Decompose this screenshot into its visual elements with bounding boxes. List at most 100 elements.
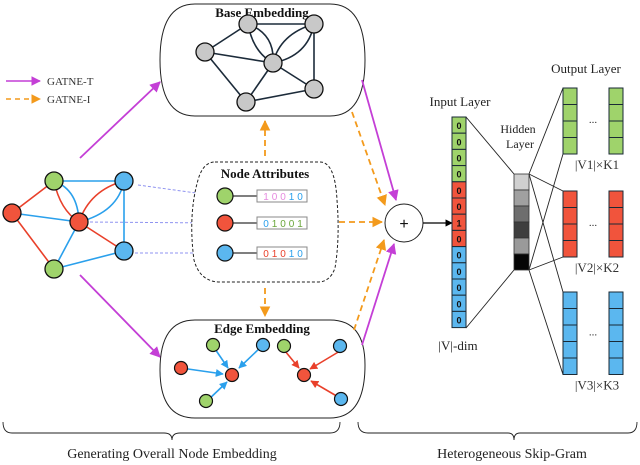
output-cell-green bbox=[608, 137, 624, 155]
attribute-bit: 0 bbox=[297, 192, 303, 203]
output-group-label: |V1|×K1 bbox=[575, 157, 619, 172]
output-cell-blue bbox=[562, 341, 578, 359]
base-node bbox=[263, 53, 283, 73]
output-cell-green bbox=[608, 104, 624, 122]
output-layer-title: Output Layer bbox=[551, 61, 621, 76]
heterogeneous-network bbox=[2, 171, 219, 279]
base-embedding-panel: Base Embedding bbox=[159, 3, 366, 117]
attribute-bit: 1 bbox=[272, 219, 278, 230]
output-cell-red bbox=[562, 223, 578, 241]
hidden-cell bbox=[513, 189, 530, 207]
base-node bbox=[236, 92, 256, 112]
hidden-cell bbox=[513, 237, 530, 255]
input-cell-value: 0 bbox=[456, 299, 461, 309]
legend: GATNE-T GATNE-I bbox=[6, 76, 94, 106]
edge-node-green bbox=[276, 338, 292, 354]
output-ellipsis: ... bbox=[589, 326, 598, 338]
output-cell-blue bbox=[562, 291, 578, 309]
attribute-vector-box bbox=[256, 216, 308, 230]
input-cell-value: 0 bbox=[456, 267, 461, 277]
edge-node-green bbox=[198, 393, 214, 409]
edge-node-red bbox=[173, 360, 189, 376]
output-cell-green bbox=[562, 137, 578, 155]
input-cell-value: 0 bbox=[456, 154, 461, 164]
brace-right: Heterogeneous Skip-Gram bbox=[357, 421, 638, 462]
edge-node-red bbox=[224, 367, 240, 383]
edge-graph-left bbox=[173, 337, 271, 409]
output-cell-red bbox=[562, 190, 578, 208]
attribute-bit: 0 bbox=[280, 249, 286, 260]
legend-label-gatne-t: GATNE-T bbox=[47, 76, 94, 88]
attribute-node-green bbox=[216, 187, 234, 205]
input-dim-label: |V|-dim bbox=[438, 338, 477, 353]
brace-left: Generating Overall Node Embedding bbox=[2, 421, 341, 462]
base-node bbox=[238, 14, 258, 34]
output-cell-red bbox=[608, 240, 624, 258]
net-node-red bbox=[2, 203, 22, 223]
net-node-blue bbox=[114, 171, 134, 191]
hidden-layer-title-line1: Hidden bbox=[500, 122, 535, 136]
attribute-bit: 1 bbox=[272, 249, 278, 260]
base-node bbox=[304, 79, 324, 99]
edge-embedding-panel: Edge Embedding bbox=[159, 319, 366, 419]
hidden-cell bbox=[513, 205, 530, 223]
arrow-to-edge-embedding bbox=[79, 274, 161, 358]
fan-line bbox=[465, 116, 515, 175]
input-cell-blue bbox=[451, 310, 467, 329]
input-cell-value: 0 bbox=[456, 283, 461, 293]
input-cell-value: 0 bbox=[456, 121, 461, 131]
connector-lines bbox=[465, 87, 564, 375]
output-cell-green bbox=[562, 87, 578, 105]
attribute-bit: 0 bbox=[289, 219, 295, 230]
attribute-bit: 0 bbox=[297, 249, 303, 260]
net-edge bbox=[11, 212, 55, 270]
input-cell-value: 1 bbox=[456, 218, 461, 228]
gatne-i-arrow-edge-to-sum bbox=[353, 238, 387, 331]
attribute-bit: 0 bbox=[263, 219, 269, 230]
input-cell-value: 0 bbox=[456, 202, 461, 212]
fan-line bbox=[528, 256, 564, 271]
attribute-node-red bbox=[216, 214, 234, 232]
net-edge bbox=[11, 212, 80, 223]
attribute-bit: 0 bbox=[280, 192, 286, 203]
output-cell-blue bbox=[608, 291, 624, 309]
fan-line bbox=[528, 153, 564, 271]
output-cell-blue bbox=[608, 324, 624, 342]
net-node-green bbox=[44, 171, 64, 191]
node-attributes-title: Node Attributes bbox=[221, 166, 309, 181]
edge-embedding-title: Edge Embedding bbox=[214, 321, 310, 336]
input-cell-value: 0 bbox=[456, 316, 461, 326]
attribute-node-blue bbox=[216, 244, 234, 262]
gatne-i-arrow-base-to-sum bbox=[351, 111, 387, 207]
attribute-bit: 1 bbox=[289, 249, 295, 260]
attribute-vector-box bbox=[256, 189, 308, 203]
input-cell-value: 0 bbox=[456, 186, 461, 196]
hidden-layer bbox=[513, 173, 530, 271]
plus-icon: + bbox=[399, 216, 408, 233]
hidden-layer-title-line2: Layer bbox=[506, 137, 534, 151]
edge-node-blue bbox=[332, 338, 348, 354]
sum-node: + bbox=[384, 203, 424, 243]
gatne-t-arrow-base-to-sum bbox=[361, 79, 399, 202]
output-cell-blue bbox=[608, 308, 624, 326]
attribute-bit: 0 bbox=[280, 219, 286, 230]
output-cell-red bbox=[608, 190, 624, 208]
fan-line bbox=[465, 269, 515, 329]
input-cell-value: 0 bbox=[456, 137, 461, 147]
net-node-green bbox=[44, 259, 64, 279]
output-group-label: |V2|×K2 bbox=[575, 260, 619, 275]
edge-node-blue bbox=[333, 391, 349, 407]
output-group-green: ...|V1|×K1 bbox=[562, 87, 624, 172]
output-cell-blue bbox=[608, 341, 624, 359]
fan-line bbox=[528, 173, 564, 192]
output-layer: ...|V1|×K1...|V2|×K2...|V3|×K3 bbox=[562, 87, 624, 393]
fan-line bbox=[528, 269, 564, 375]
base-node bbox=[304, 14, 324, 34]
attribute-bit: 1 bbox=[263, 192, 269, 203]
attribute-bit: 0 bbox=[272, 192, 278, 203]
gatne-t-arrow-edge-to-sum bbox=[361, 242, 397, 346]
